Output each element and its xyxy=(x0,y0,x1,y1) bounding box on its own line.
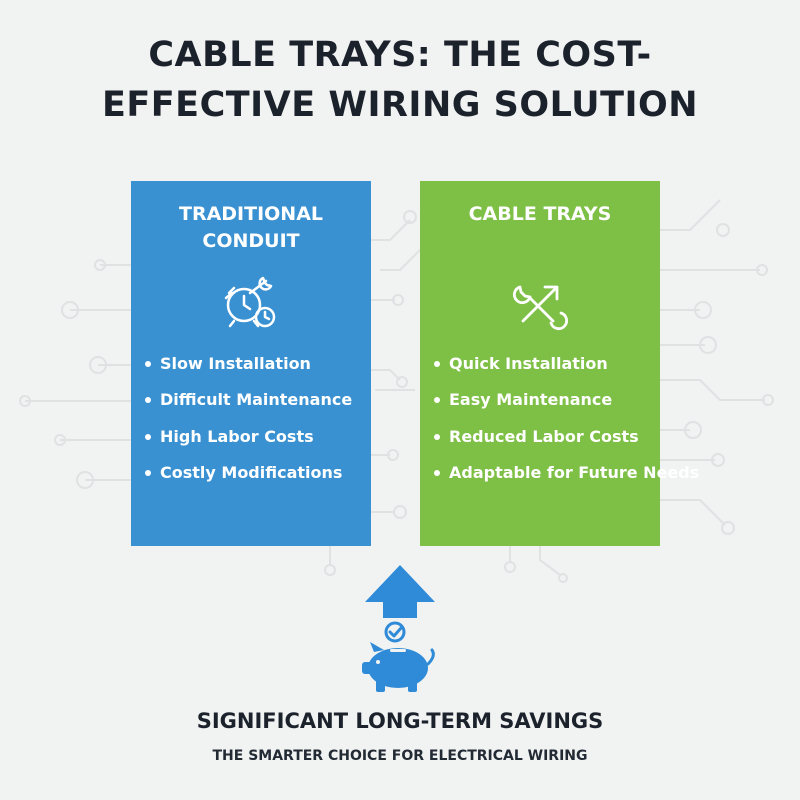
savings-subtagline: THE SMARTER CHOICE FOR ELECTRICAL WIRING xyxy=(212,748,588,764)
conduit-card-title: TRADITIONAL CONDUIT xyxy=(178,203,324,252)
traditional-conduit-card: TRADITIONAL CONDUIT Slow Installation Di… xyxy=(131,181,371,546)
list-item: Easy Maintenance xyxy=(434,390,660,410)
wrench-arrow-icon xyxy=(512,285,569,331)
list-item: Difficult Maintenance xyxy=(145,390,371,410)
trays-item-list: Quick Installation Easy Maintenance Redu… xyxy=(434,354,699,499)
list-item: Slow Installation xyxy=(145,354,371,374)
check-coin-icon xyxy=(384,621,406,643)
savings-graphic xyxy=(362,565,435,692)
clock-wrench-icon xyxy=(224,276,276,328)
cable-trays-card: CABLE TRAYS Quick Installation Easy Main… xyxy=(420,181,699,546)
up-arrow-icon xyxy=(365,565,435,618)
list-item: Reduced Labor Costs xyxy=(434,427,660,447)
list-item: Quick Installation xyxy=(434,354,660,374)
list-item: Costly Modifications xyxy=(145,463,371,483)
list-item: Adaptable for Future Needs xyxy=(434,463,699,483)
list-item: High Labor Costs xyxy=(145,427,371,447)
conduit-item-list: Slow Installation Difficult Maintenance … xyxy=(145,354,371,499)
savings-tagline: SIGNIFICANT LONG-TERM SAVINGS xyxy=(196,709,604,733)
piggy-bank-icon xyxy=(362,642,435,692)
trays-card-title: CABLE TRAYS xyxy=(468,203,612,225)
page-title: CABLE TRAYS: THE COST-EFFECTIVE WIRING S… xyxy=(101,35,699,125)
